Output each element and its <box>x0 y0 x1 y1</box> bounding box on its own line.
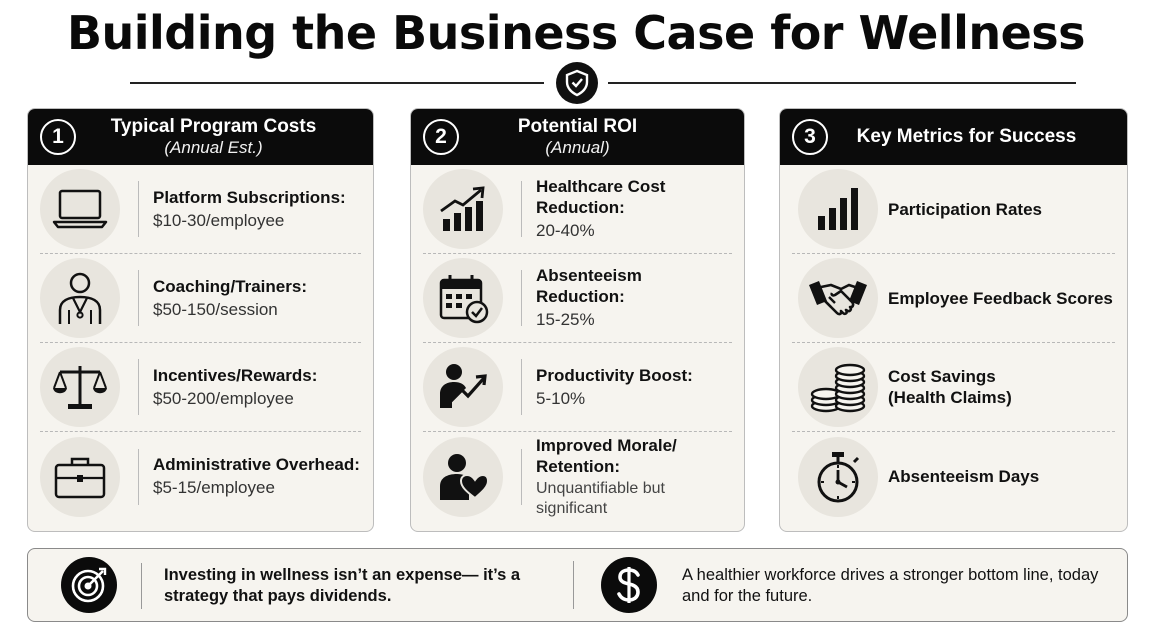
target-icon <box>61 557 117 613</box>
panel-number: 2 <box>423 119 459 155</box>
item-label: Incentives/Rewards: <box>153 365 318 385</box>
title-divider-right <box>608 82 1076 84</box>
title-divider-left <box>130 82 544 84</box>
list-item: Cost Savings (Health Claims) <box>792 343 1115 432</box>
person-growth-icon <box>423 347 503 427</box>
list-item: Improved Morale/ Retention: Unquantifiab… <box>423 432 732 521</box>
list-item: Healthcare Cost Reduction: 20-40% <box>423 165 732 254</box>
panel-number: 1 <box>40 119 76 155</box>
item-label: Coaching/Trainers: <box>153 276 307 296</box>
panel-potential-roi: 2 Potential ROI (Annual) Healthcare Cost… <box>410 108 745 532</box>
panel-subtitle: (Annual) <box>545 138 610 157</box>
item-label: Platform Subscriptions: <box>153 187 346 207</box>
dollar-icon <box>601 557 657 613</box>
growth-chart-icon <box>423 169 503 249</box>
item-value: 15-25% <box>536 310 595 329</box>
list-item: Productivity Boost: 5-10% <box>423 343 732 432</box>
shield-check-icon <box>556 62 598 104</box>
coins-stack-icon <box>798 347 878 427</box>
page-title: Building the Business Case for Wellness <box>66 6 1086 60</box>
list-item: Platform Subscriptions: $10-30/employee <box>40 165 361 254</box>
item-value: $50-200/employee <box>153 388 294 408</box>
item-label: Healthcare Cost Reduction: <box>536 177 666 217</box>
calendar-check-icon <box>423 258 503 338</box>
footer-message-left: Investing in wellness isn’t an expense— … <box>164 566 521 605</box>
metric-label: Cost Savings (Health Claims) <box>888 367 1012 407</box>
list-item: Absenteeism Reduction: 15-25% <box>423 254 732 343</box>
panel-title: Key Metrics for Success <box>856 126 1077 147</box>
panel-title: Typical Program Costs <box>110 116 317 137</box>
item-label: Productivity Boost: <box>536 365 693 385</box>
item-value: Unquantifiable but significant <box>536 479 665 517</box>
item-label: Administrative Overhead: <box>153 455 360 474</box>
item-value: $50-150/session <box>153 299 278 319</box>
item-value: $5-15/employee <box>153 478 275 497</box>
footer-message-right: A healthier workforce drives a stronger … <box>682 566 1099 605</box>
list-item: Coaching/Trainers: $50-150/session <box>40 254 361 343</box>
list-item: Incentives/Rewards: $50-200/employee <box>40 343 361 432</box>
list-item: Employee Feedback Scores <box>792 254 1115 343</box>
panel-program-costs: 1 Typical Program Costs (Annual Est.) Pl… <box>27 108 374 532</box>
panel-header: 3 Key Metrics for Success <box>780 109 1127 165</box>
metric-label: Absenteeism Days <box>888 467 1040 486</box>
panel-subtitle: (Annual Est.) <box>164 138 263 157</box>
panel-key-metrics: 3 Key Metrics for Success Participation … <box>779 108 1128 532</box>
metric-label: Participation Rates <box>888 199 1042 219</box>
panel-header: 1 Typical Program Costs (Annual Est.) <box>28 109 373 165</box>
footer-banner: Investing in wellness isn’t an expense— … <box>27 548 1128 622</box>
item-label: Absenteeism Reduction: <box>536 266 642 306</box>
list-item: Participation Rates <box>792 165 1115 254</box>
panel-title: Potential ROI <box>517 116 638 137</box>
item-label: Improved Morale/ Retention: <box>536 435 677 476</box>
coach-person-icon <box>40 258 120 338</box>
briefcase-icon <box>40 436 120 517</box>
handshake-icon <box>798 258 878 338</box>
laptop-icon <box>40 169 120 249</box>
panel-number: 3 <box>792 119 828 155</box>
list-item: Absenteeism Days <box>792 432 1115 521</box>
list-item: Administrative Overhead: $5-15/employee <box>40 432 361 521</box>
item-value: 5-10% <box>536 388 586 408</box>
panel-header: 2 Potential ROI (Annual) <box>411 109 744 165</box>
metric-label: Employee Feedback Scores <box>888 288 1113 308</box>
item-value: $10-30/employee <box>153 210 285 230</box>
item-value: 20-40% <box>536 221 595 240</box>
scales-icon <box>40 347 120 427</box>
stopwatch-icon <box>798 436 878 517</box>
bar-chart-icon <box>798 169 878 249</box>
person-heart-icon <box>423 436 503 517</box>
